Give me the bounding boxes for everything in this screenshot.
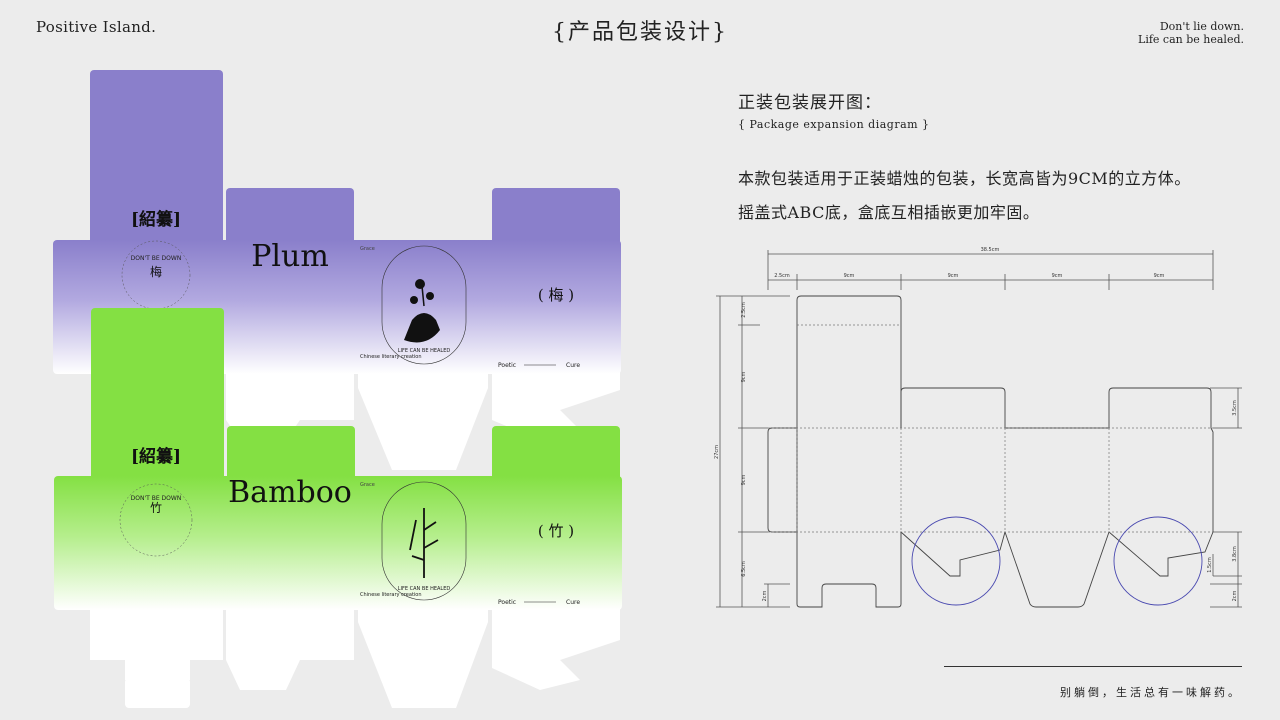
tagline: Don't lie down. Life can be healed. [1138, 20, 1244, 46]
bamboo-badge-bottom: LIFE CAN BE HEALED [398, 586, 451, 592]
dieline-circle-left [911, 516, 1001, 606]
bamboo-box: [紹纂] DON'T BE DOWN 竹 Bamboo Grace LIFE C… [54, 308, 622, 708]
dim-left-flap: 2.5cm [741, 302, 747, 318]
bamboo-top-tuck [91, 308, 224, 508]
bamboo-top-flap-2 [227, 426, 355, 486]
description: 本款包装适用于正装蜡烛的包装，长宽高皆为9CM的立方体。 摇盖式ABC底，盒底互… [738, 162, 1191, 230]
bamboo-top-flap-4 [492, 426, 620, 486]
plum-top-flap-4 [492, 188, 620, 248]
dim-seg-2: 9cm [844, 273, 855, 279]
dim-right-a: 3.8cm [1232, 546, 1238, 562]
dim-left-d: 2cm [762, 590, 768, 601]
brand-name: Positive Island. [36, 18, 157, 36]
tagline-line-2: Life can be healed. [1138, 33, 1244, 46]
bamboo-poetic: Poetic [498, 599, 516, 606]
plum-badge-bottom: LIFE CAN BE HEALED [398, 348, 451, 354]
plum-bottom-flaps [226, 370, 620, 470]
bamboo-arch [381, 481, 467, 601]
dim-total-width: 38.5cm [981, 247, 1000, 253]
bamboo-small-label: Grace [360, 482, 375, 488]
bamboo-name: Bamboo [228, 475, 352, 510]
dim-seg-5: 9cm [1154, 273, 1165, 279]
plum-top-tuck [90, 70, 223, 270]
plum-box: [紹纂] DON'T BE DOWN 梅 Plum Grace LIFE CAN… [53, 70, 621, 470]
dieline-circle-right [1113, 516, 1203, 606]
footer-divider [944, 666, 1242, 667]
plum-vase-icon [404, 313, 440, 343]
plum-cure: Cure [566, 362, 580, 369]
section-subheading: { Package expansion diagram } [738, 118, 930, 131]
bamboo-cure: Cure [566, 599, 580, 606]
plum-logo: [紹纂] [131, 209, 181, 230]
dim-left-a: 9cm [741, 371, 747, 382]
plum-top-flap-2 [226, 188, 354, 248]
dim-seg-4: 9cm [1052, 273, 1063, 279]
plum-arch [381, 245, 467, 365]
plum-panel1-char: 梅 [150, 264, 162, 279]
description-line-1: 本款包装适用于正装蜡烛的包装，长宽高皆为9CM的立方体。 [738, 169, 1191, 188]
dim-seg-1: 2.5cm [774, 273, 790, 279]
dim-total-height: 27cm [714, 445, 720, 459]
plum-poetic: Poetic [498, 362, 516, 369]
bamboo-badge-text: DON'T BE DOWN [131, 495, 182, 502]
plum-name: Plum [251, 239, 329, 274]
plum-chinese-creation: Chinese literary creation [360, 354, 422, 360]
plum-badge-text: DON'T BE DOWN [131, 255, 182, 262]
tagline-line-1: Don't lie down. [1159, 20, 1244, 33]
dim-right-c: 2cm [1232, 590, 1238, 601]
footer-slogan: 别躺倒，生活总有一味解药。 [1060, 686, 1242, 699]
plum-flower-icon [415, 279, 425, 289]
bamboo-char-bracket: ( 竹 ) [538, 522, 574, 540]
bamboo-logo: [紹纂] [131, 446, 181, 467]
dim-right-flap: 3.5cm [1232, 400, 1238, 416]
dim-seg-3: 9cm [948, 273, 959, 279]
plum-small-label: Grace [360, 246, 375, 252]
bamboo-badge-ring [119, 483, 193, 557]
dim-right-b: 1.5cm [1207, 557, 1213, 573]
page-title: {产品包装设计} [552, 20, 728, 45]
description-line-2: 摇盖式ABC底，盒底互相插嵌更加牢固。 [738, 203, 1040, 222]
bamboo-stalk-icon [409, 508, 439, 578]
dim-left-b: 9cm [741, 474, 747, 485]
bamboo-chinese-creation: Chinese literary creation [360, 592, 422, 598]
dim-left-c: 6.5cm [741, 561, 747, 577]
bamboo-panel1-char: 竹 [150, 501, 162, 515]
bamboo-bottom-flaps [90, 606, 620, 708]
section-heading: 正装包装展开图： [738, 93, 882, 113]
plum-char-bracket: ( 梅 ) [538, 286, 574, 304]
